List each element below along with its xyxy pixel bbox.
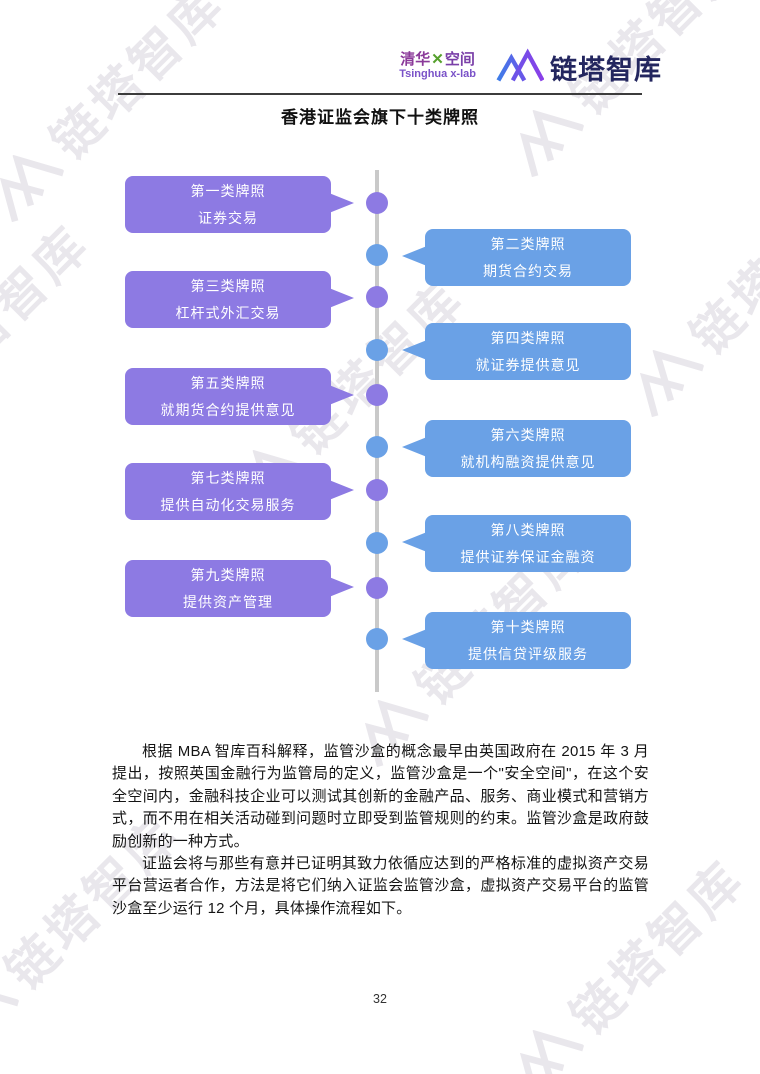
timeline-dot-8: [366, 532, 388, 554]
x-mark-icon: ✕: [431, 51, 444, 69]
page-title: 香港证监会旗下十类牌照: [281, 108, 479, 127]
pointer-tail: [329, 577, 354, 597]
license-subtitle: 就期货合约提供意见: [160, 402, 296, 418]
pointer-tail: [402, 532, 427, 552]
space-cn-text: 空间: [444, 51, 475, 69]
license-box-8: 第八类牌照 提供证券保证金融资: [402, 515, 631, 572]
timeline-line: [375, 170, 379, 692]
pointer-tail: [402, 246, 427, 266]
mountain-logo-icon: [496, 48, 544, 82]
license-title: 第四类牌照: [490, 330, 566, 346]
pointer-tail: [402, 437, 427, 457]
tsinghua-xlab-wordmark: 清华✕空间: [399, 51, 476, 68]
license-subtitle: 就机构融资提供意见: [460, 454, 596, 470]
license-subtitle: 证券交易: [198, 210, 258, 226]
license-box-1: 第一类牌照 证券交易: [125, 176, 354, 233]
license-subtitle: 期货合约交易: [483, 263, 573, 279]
pointer-tail: [402, 340, 427, 360]
page-number: 32: [373, 992, 387, 1006]
body-text: 根据 MBA 智库百科解释，监管沙盒的概念最早由英国政府在 2015 年 3 月…: [112, 741, 649, 920]
license-box-2: 第二类牌照 期货合约交易: [402, 229, 631, 286]
license-subtitle: 提供自动化交易服务: [160, 497, 296, 513]
timeline-dot-1: [366, 192, 388, 214]
pointer-tail: [402, 629, 427, 649]
license-title: 第二类牌照: [490, 236, 566, 252]
pointer-tail: [329, 288, 354, 308]
timeline-dot-9: [366, 577, 388, 599]
timeline-dot-4: [366, 339, 388, 361]
pointer-tail: [329, 480, 354, 500]
license-title: 第三类牌照: [190, 278, 266, 294]
lianta-zhiku-logo: 链塔智库: [496, 48, 662, 84]
license-box-3: 第三类牌照 杠杆式外汇交易: [125, 271, 354, 328]
license-box-10: 第十类牌照 提供信贷评级服务: [402, 612, 631, 669]
lianta-zhiku-wordmark: 链塔智库: [550, 55, 662, 85]
license-title: 第一类牌照: [190, 183, 266, 199]
license-box-6: 第六类牌照 就机构融资提供意见: [402, 420, 631, 477]
paragraph-1: 根据 MBA 智库百科解释，监管沙盒的概念最早由英国政府在 2015 年 3 月…: [112, 743, 649, 850]
license-subtitle: 就证券提供意见: [475, 357, 581, 373]
header-divider: [118, 93, 642, 95]
license-subtitle: 提供证券保证金融资: [460, 549, 596, 565]
timeline-dot-3: [366, 286, 388, 308]
tsinghua-xlab-subtext: Tsinghua x-lab: [399, 68, 476, 81]
license-subtitle: 提供信贷评级服务: [468, 646, 588, 662]
timeline-dot-2: [366, 244, 388, 266]
page-header: 清华✕空间 Tsinghua x-lab 链塔智库: [399, 48, 662, 84]
license-title: 第五类牌照: [190, 375, 266, 391]
license-title: 第七类牌照: [190, 470, 266, 486]
license-title: 第九类牌照: [190, 567, 266, 583]
license-title: 第六类牌照: [490, 427, 566, 443]
timeline-dot-6: [366, 436, 388, 458]
license-box-7: 第七类牌照 提供自动化交易服务: [125, 463, 354, 520]
timeline-dot-5: [366, 384, 388, 406]
license-title: 第十类牌照: [490, 619, 566, 635]
license-box-5: 第五类牌照 就期货合约提供意见: [125, 368, 354, 425]
license-box-4: 第四类牌照 就证券提供意见: [402, 323, 631, 380]
timeline-dot-10: [366, 628, 388, 650]
license-subtitle: 杠杆式外汇交易: [175, 305, 281, 321]
license-subtitle: 提供资产管理: [183, 594, 273, 610]
license-title: 第八类牌照: [490, 522, 566, 538]
paragraph-2: 证监会将与那些有意并已证明其致力依循应达到的严格标准的虚拟资产交易平台营运者合作…: [112, 855, 649, 917]
license-box-9: 第九类牌照 提供资产管理: [125, 560, 354, 617]
timeline-dot-7: [366, 479, 388, 501]
tsinghua-cn-text: 清华: [400, 51, 431, 69]
pointer-tail: [329, 385, 354, 405]
pointer-tail: [329, 193, 354, 213]
tsinghua-xlab-logo: 清华✕空间 Tsinghua x-lab: [399, 51, 476, 81]
